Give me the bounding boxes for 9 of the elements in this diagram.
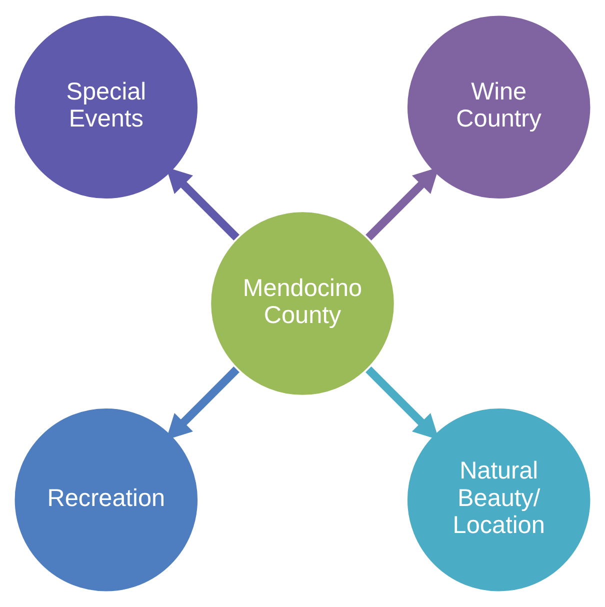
arrow [166, 167, 240, 240]
arrow [366, 167, 439, 240]
node-circle: Natural Beauty/ Location [404, 406, 593, 594]
arrow [166, 366, 240, 440]
node-circle: Wine Country [404, 13, 593, 202]
node-circle: Mendocino County [208, 209, 397, 398]
node-circle: Special Events [12, 13, 200, 202]
arrow [366, 366, 439, 440]
node-circle: Recreation [12, 406, 200, 594]
